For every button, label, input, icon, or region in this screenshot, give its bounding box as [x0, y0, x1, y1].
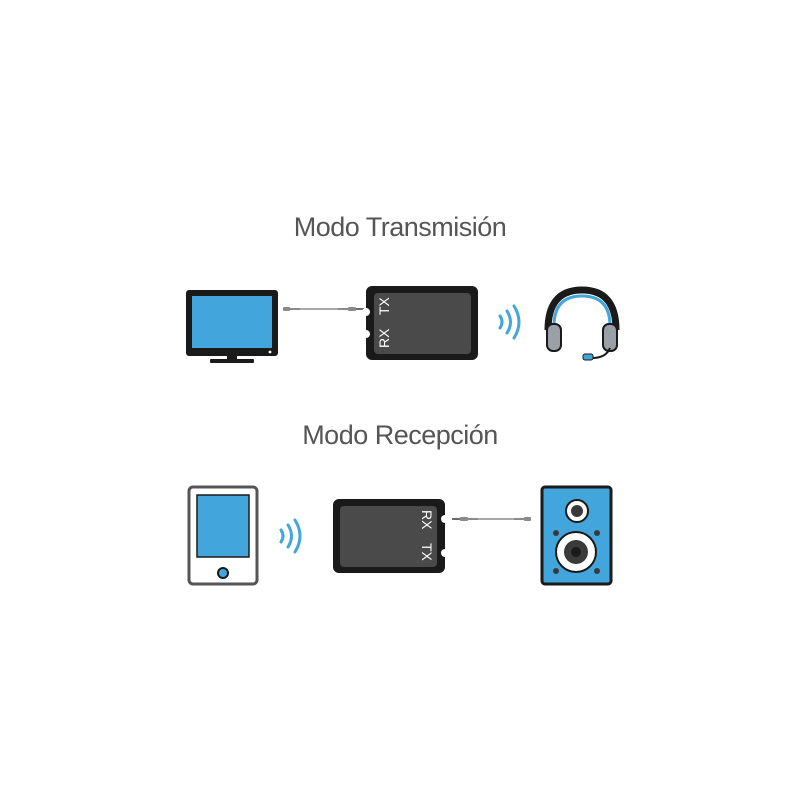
monitor-icon — [186, 290, 278, 363]
transmit-mode-title: Modo Transmisión — [293, 212, 507, 242]
audio-cable-icon — [452, 517, 531, 521]
receive-mode-title: Modo Recepción — [302, 420, 498, 450]
device-label-tx: TX — [419, 543, 435, 562]
headphones-icon — [544, 286, 620, 361]
device-label-tx: TX — [376, 296, 392, 315]
audio-cable-icon — [283, 307, 364, 311]
wireless-signal-icon — [498, 304, 521, 340]
wireless-signal-icon — [279, 518, 302, 554]
bluetooth-transmitter-device: TX RX — [362, 286, 478, 360]
tablet-icon — [187, 485, 259, 586]
speaker-icon — [540, 485, 613, 586]
device-label-rx: RX — [376, 328, 392, 348]
bluetooth-receiver-device: RX TX — [333, 499, 449, 573]
device-label-rx: RX — [419, 510, 435, 530]
